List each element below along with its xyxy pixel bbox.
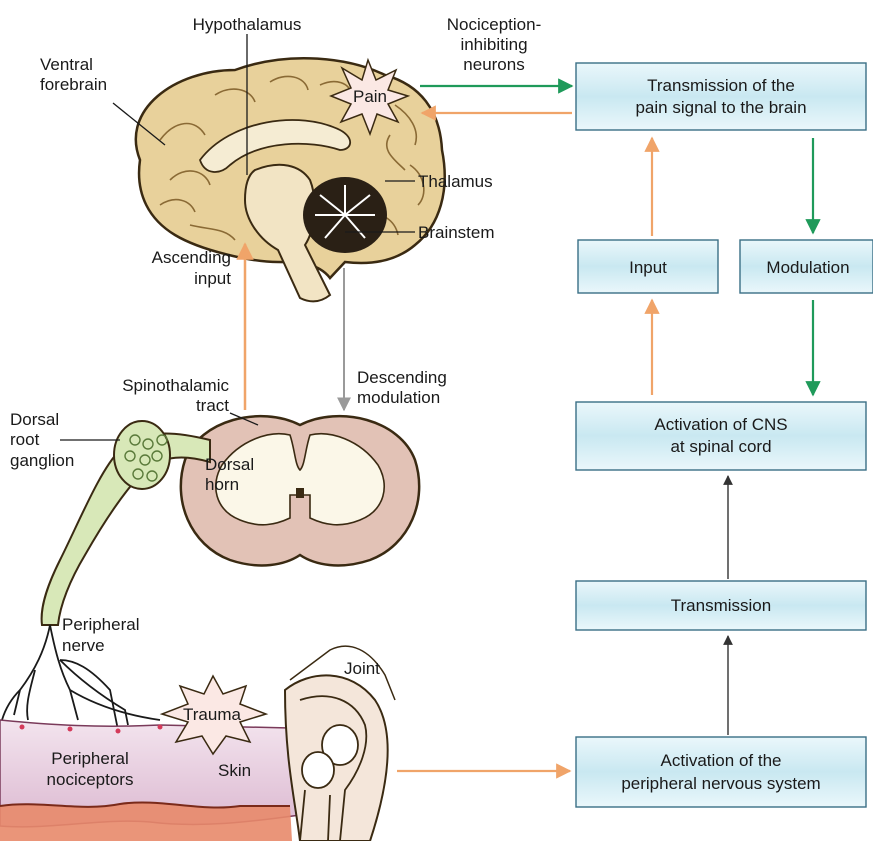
label-ascending-2: input <box>194 269 231 288</box>
label-drg-2: root <box>10 430 40 449</box>
label-thalamus: Thalamus <box>418 172 493 191</box>
box-transmission-brain: Transmission of the pain signal to the b… <box>576 63 866 130</box>
label-peripheral-nerve-2: nerve <box>62 636 105 655</box>
box-pns-line1: Activation of the <box>661 751 782 770</box>
box-transmission-label: Transmission <box>671 596 771 615</box>
label-drg-3: ganglion <box>10 451 74 470</box>
flowchart: Transmission of the pain signal to the b… <box>576 63 873 807</box>
label-joint: Joint <box>344 659 380 678</box>
skin-tissue <box>0 720 300 841</box>
label-spinothalamic-2: tract <box>196 396 229 415</box>
label-dorsal-horn-1: Dorsal <box>205 455 254 474</box>
box-modulation: Modulation <box>740 240 873 293</box>
label-brainstem: Brainstem <box>418 223 495 242</box>
label-skin: Skin <box>218 761 251 780</box>
box-input-label: Input <box>629 258 667 277</box>
label-peripheral-nerve-1: Peripheral <box>62 615 140 634</box>
label-descending-2: modulation <box>357 388 440 407</box>
label-peripheral-noci-1: Peripheral <box>51 749 129 768</box>
label-drg-1: Dorsal <box>10 410 59 429</box>
label-nociception-3: neurons <box>463 55 524 74</box>
label-nociception-2: inhibiting <box>460 35 527 54</box>
label-dorsal-horn-2: horn <box>205 475 239 494</box>
box-input: Input <box>578 240 718 293</box>
label-ventral-1: Ventral <box>40 55 93 74</box>
box-transmission-brain-line2: pain signal to the brain <box>635 98 806 117</box>
box-pns-line2: peripheral nervous system <box>621 774 820 793</box>
label-ventral-2: forebrain <box>40 75 107 94</box>
box-cns: Activation of CNS at spinal cord <box>576 402 866 470</box>
box-modulation-label: Modulation <box>766 258 849 277</box>
central-canal <box>296 488 304 498</box>
label-spinothalamic-1: Spinothalamic <box>122 376 229 395</box>
box-cns-line1: Activation of CNS <box>654 415 787 434</box>
box-transmission-brain-line1: Transmission of the <box>647 76 795 95</box>
label-hypothalamus: Hypothalamus <box>193 15 302 34</box>
label-ascending-1: Ascending <box>152 248 231 267</box>
box-cns-line2: at spinal cord <box>670 437 771 456</box>
label-peripheral-noci-2: nociceptors <box>47 770 134 789</box>
label-nociception-1: Nociception- <box>447 15 542 34</box>
box-pns: Activation of the peripheral nervous sys… <box>576 737 866 807</box>
box-transmission: Transmission <box>576 581 866 630</box>
label-descending-1: Descending <box>357 368 447 387</box>
label-pain: Pain <box>353 87 387 106</box>
label-trauma: Trauma <box>183 705 241 724</box>
